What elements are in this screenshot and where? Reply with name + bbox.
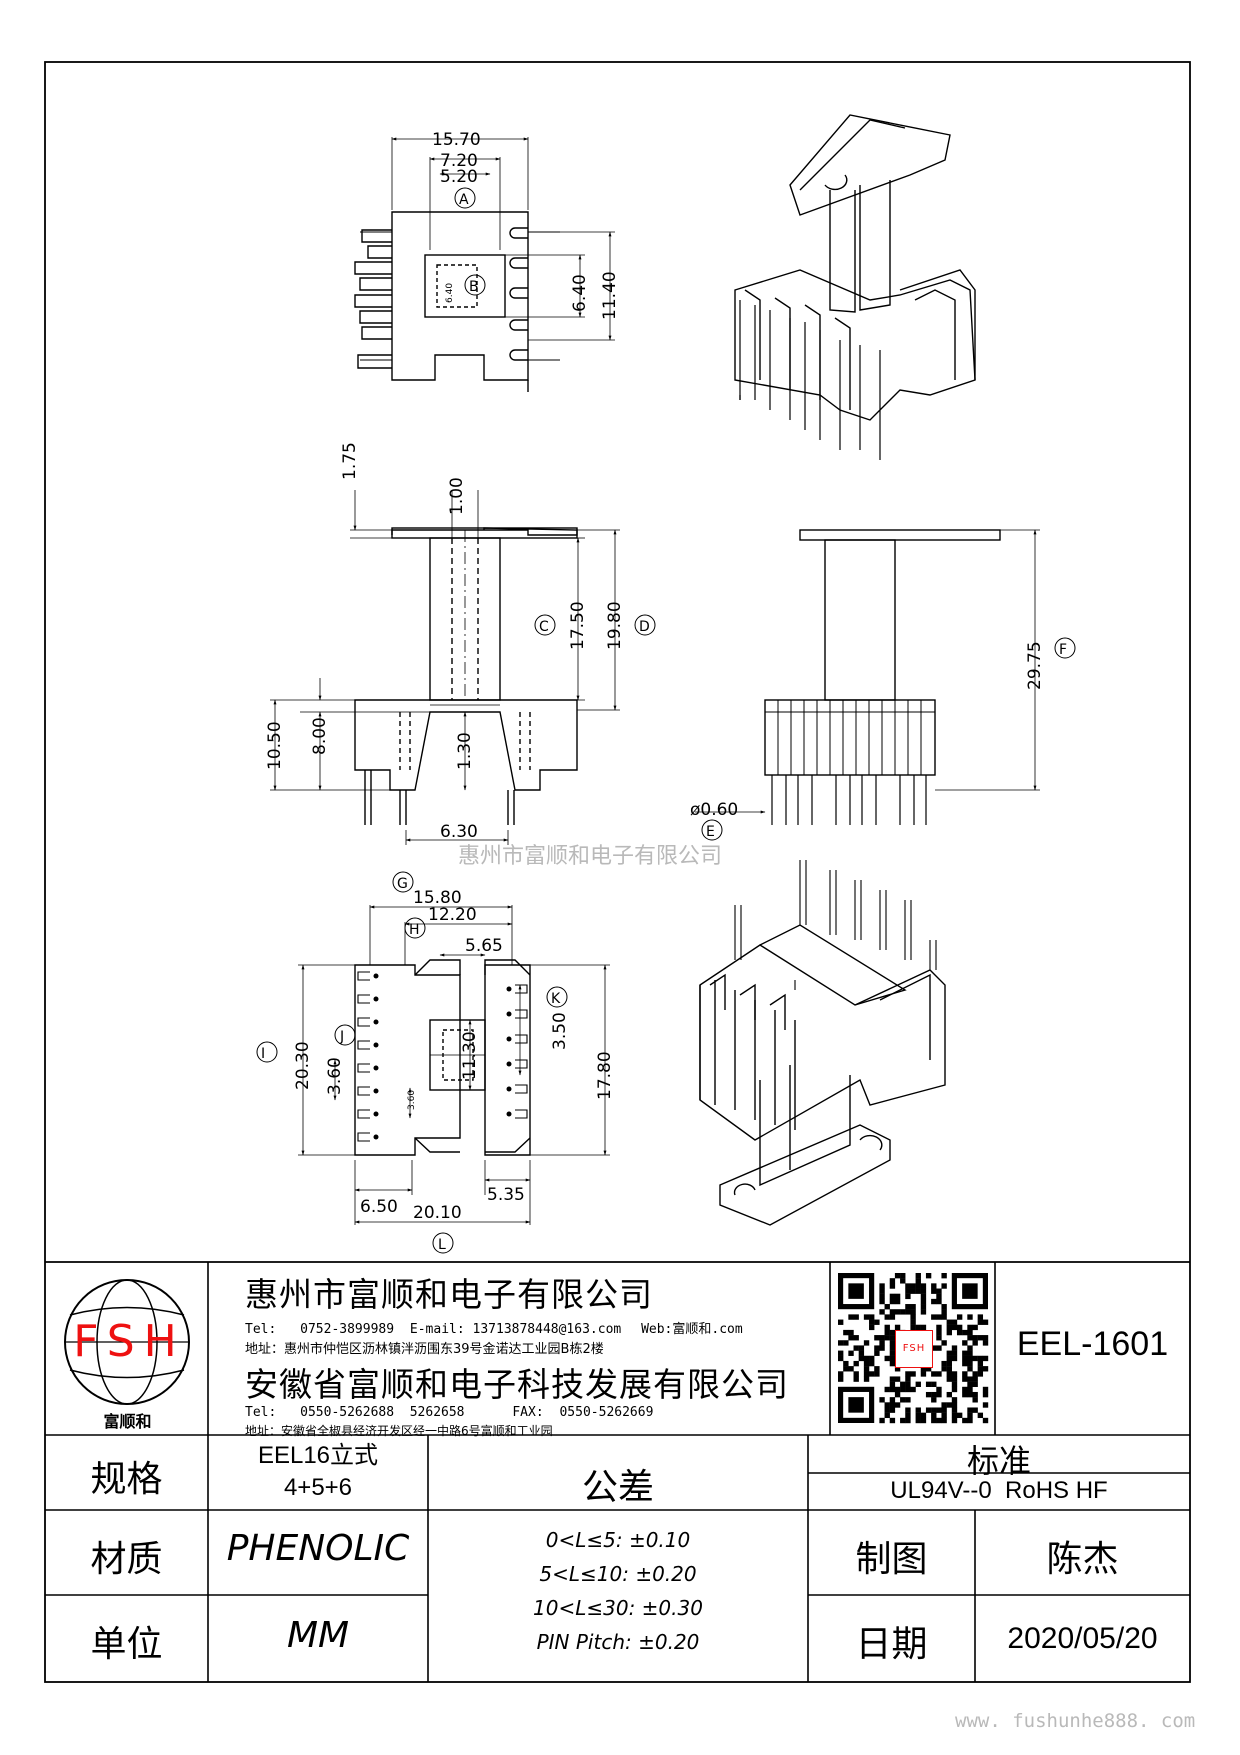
tolerance-line-1: 0<L≤5: ±0.10 (545, 1528, 691, 1552)
front-view (270, 490, 656, 845)
dim-bottom-6-50: 6.50 (360, 1197, 398, 1217)
dim-front-6-30: 6.30 (440, 822, 478, 842)
company1-tel-label: Tel: (245, 1322, 277, 1337)
title-block-grid (45, 1262, 1190, 1682)
top-view (354, 137, 615, 392)
marker-f: F (1059, 642, 1067, 658)
company-logo: FSH 富顺和 (55, 1270, 200, 1431)
material-label: 材质 (90, 1539, 163, 1580)
marker-k: K (551, 991, 561, 1007)
standard-value: UL94V--0 RoHS HF (890, 1477, 1108, 1504)
marker-h: H (409, 922, 420, 938)
dim-bottom-11-30: 11.30 (460, 1031, 480, 1080)
logo-letters: FSH (73, 1316, 186, 1367)
dim-front-flange: 1.75 (340, 442, 360, 480)
spec-value: EEL16立式 4+5+6 (208, 1440, 428, 1504)
company1-web: 富顺和.com (672, 1322, 743, 1337)
drawn-value: 陈杰 (1046, 1539, 1119, 1580)
dim-bottom-3-60: 3.60 (325, 1057, 345, 1095)
marker-j: J (339, 1029, 344, 1045)
dim-front-17-50: 17.50 (568, 601, 588, 650)
tolerance-line-2: 5<L≤10: ±0.20 (539, 1562, 697, 1586)
marker-b: B (469, 279, 479, 295)
qr-code: FSH (833, 1268, 993, 1428)
dim-bottom-20-10: 20.10 (413, 1203, 462, 1223)
date-value: 2020/05/20 (1007, 1622, 1158, 1655)
material-value: PHENOLIC (226, 1528, 410, 1569)
dim-side-height: 29.75 (1025, 641, 1045, 690)
company1-address: 地址：惠州市仲恺区沥林镇泮沥围东39号金诺达工业园B栋2楼 (245, 1342, 604, 1357)
company2-contact: Tel: 0550-5262688 5262658 FAX: 0550-5262… (245, 1405, 653, 1420)
tolerance-list: 0<L≤5: ±0.10 5<L≤10: ±0.20 10<L≤30: ±0.3… (428, 1528, 808, 1664)
marker-i: I (261, 1046, 265, 1062)
marker-d: D (639, 619, 650, 635)
dim-front-10-50: 10.50 (265, 721, 285, 770)
logo-caption: 富顺和 (103, 1412, 152, 1431)
dim-bottom-5-65: 5.65 (465, 936, 503, 956)
dim-bottom-3-50: 3.50 (550, 1012, 570, 1050)
company2-address: 地址：安徽省全椒县经济开发区经一中路6号富顺和工业园 (245, 1424, 553, 1438)
company1-contact: Tel: 0752-3899989 E-mail: 13713878448@16… (245, 1318, 743, 1337)
part-number: EEL-1601 (1016, 1325, 1169, 1363)
tolerance-label: 公差 (581, 1467, 654, 1508)
company1-name: 惠州市富顺和电子有限公司 (245, 1275, 653, 1314)
dim-top-core-h: 6.40 (570, 274, 590, 312)
dim-top-body-h: 11.40 (600, 271, 620, 320)
dim-top-width: 15.70 (432, 130, 481, 150)
standard-label: 标准 (966, 1442, 1031, 1480)
dim-bottom-12-20: 12.20 (428, 905, 477, 925)
spec-label: 规格 (90, 1459, 163, 1500)
dim-bottom-17-80: 17.80 (595, 1051, 615, 1100)
drawn-label: 制图 (855, 1539, 928, 1580)
dim-front-19-80: 19.80 (605, 601, 625, 650)
watermark-center: 惠州市富顺和电子有限公司 (458, 844, 723, 869)
company2-name: 安徽省富顺和电子科技发展有限公司 (245, 1365, 789, 1404)
dim-front-1-30: 1.30 (455, 732, 475, 770)
side-view (695, 529, 1076, 841)
dim-bottom-20-30: 20.30 (293, 1041, 313, 1090)
unit-label: 单位 (90, 1624, 163, 1665)
bottom-view (256, 871, 610, 1254)
dim-front-core: 1.00 (447, 477, 467, 515)
spec-value-line2: 4+5+6 (283, 1474, 353, 1501)
dim-bottom-5-35: 5.35 (487, 1185, 525, 1205)
dim-top-inner: 7.20 (440, 151, 478, 171)
company2-tel: 0550-5262688 5262658 (300, 1405, 465, 1420)
dim-bottom-3-60-small: 3.60 (407, 1090, 417, 1110)
isometric-view-bottom (699, 860, 946, 1226)
drawing-frame (44, 61, 1191, 1683)
company2-fax: 0550-5262669 (559, 1405, 654, 1420)
company1-email-label: E-mail: (409, 1322, 465, 1337)
spec-value-line1: EEL16立式 (257, 1442, 379, 1469)
qr-logo-text: FSH (902, 1343, 926, 1354)
company1-web-label: Web: (641, 1322, 673, 1337)
dim-top-core: 5.20 (440, 167, 478, 187)
marker-l: L (438, 1237, 446, 1253)
tolerance-line-3: 10<L≤30: ±0.30 (533, 1596, 703, 1620)
marker-g: G (397, 876, 408, 892)
company2-tel-label: Tel: (245, 1405, 277, 1420)
qr-logo: FSH (895, 1330, 933, 1368)
marker-e: E (706, 824, 715, 840)
dim-top-core-label: 6.40 (445, 283, 455, 303)
unit-value: MM (286, 1615, 350, 1656)
tolerance-line-4: PIN Pitch: ±0.20 (536, 1630, 700, 1654)
watermark-bottom: www. fushunhe888. com (955, 1710, 1196, 1732)
date-label: 日期 (855, 1624, 928, 1665)
isometric-view-top (734, 114, 976, 460)
company1-email: 13713878448@163.com (472, 1322, 622, 1337)
dim-front-8-00: 8.00 (310, 717, 330, 755)
company1-tel: 0752-3899989 (300, 1322, 395, 1337)
marker-a: A (459, 192, 469, 208)
company2-fax-label: FAX: (512, 1405, 544, 1420)
dim-side-pin: ø0.60 (690, 800, 738, 820)
dim-bottom-15-80: 15.80 (413, 888, 462, 908)
marker-c: C (539, 619, 549, 635)
